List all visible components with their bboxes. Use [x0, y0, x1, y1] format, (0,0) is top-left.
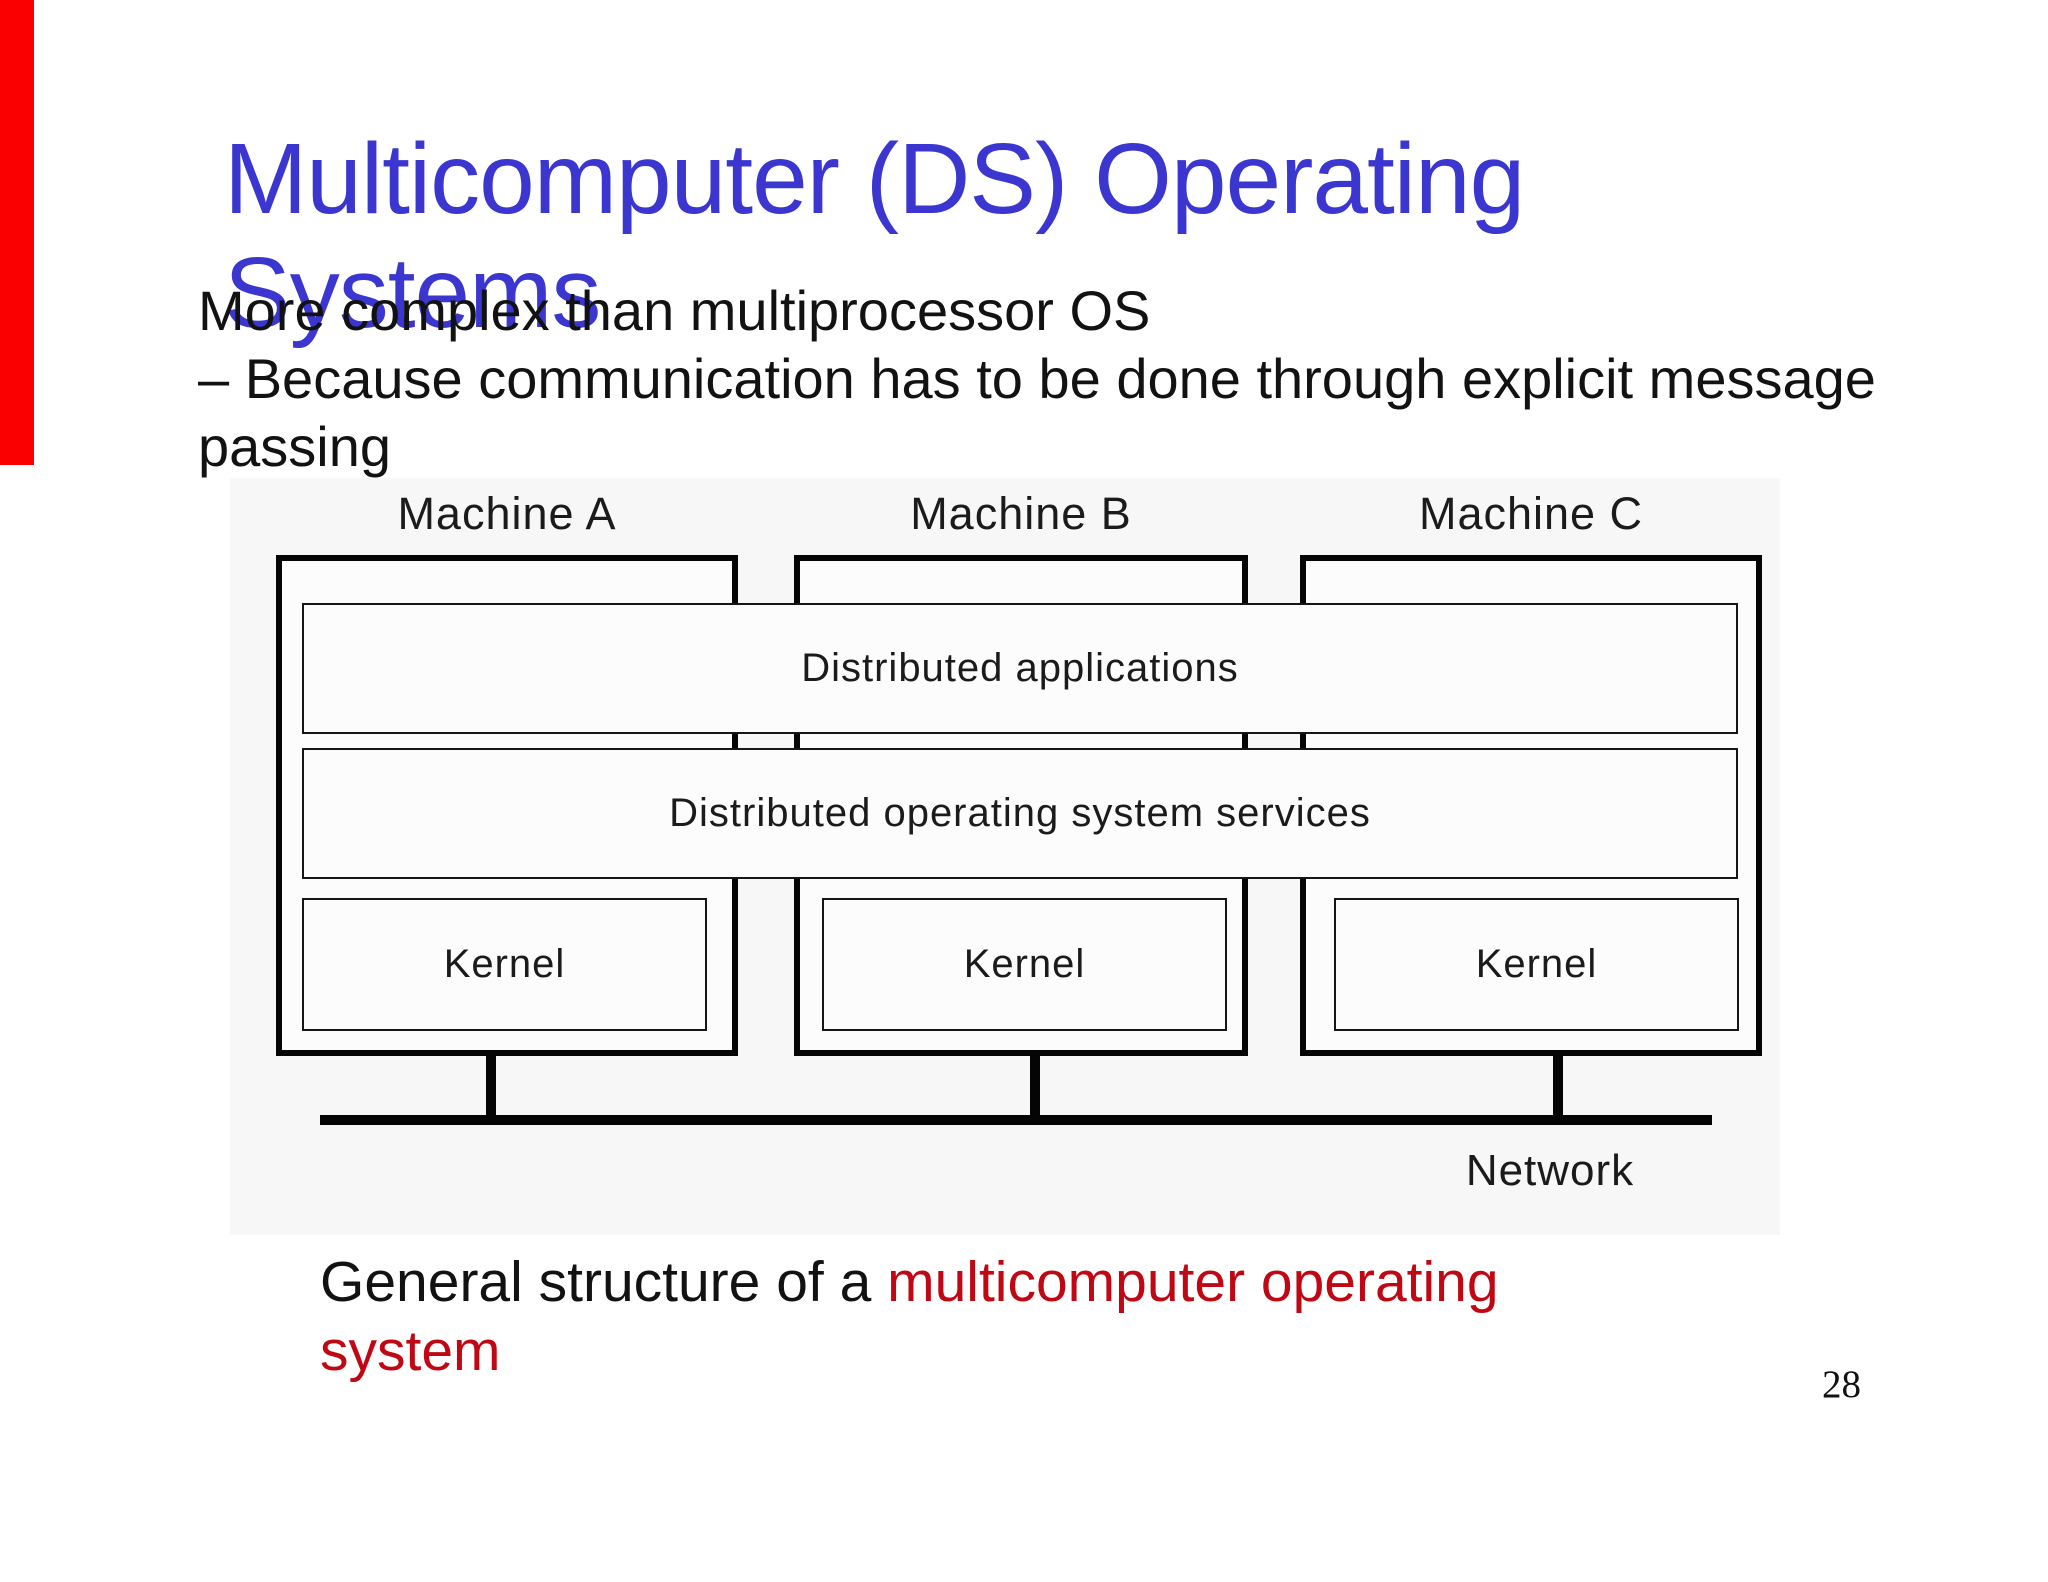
left-accent-bar: [0, 0, 34, 465]
distributed-os-services-label: Distributed operating system services: [669, 791, 1371, 835]
kernel-a-box: Kernel: [302, 898, 707, 1031]
machine-b-label: Machine B: [910, 488, 1132, 539]
distributed-applications-label: Distributed applications: [801, 646, 1239, 690]
body-line1: More complex than multiprocessor OS: [198, 279, 1151, 342]
distributed-applications-band: Distributed applications: [302, 603, 1738, 734]
kernel-c-box: Kernel: [1334, 898, 1739, 1031]
kernel-b-label: Kernel: [963, 942, 1086, 986]
caption-black-text: General structure of a: [320, 1250, 888, 1314]
caption-red-text: multicomputer operating: [887, 1250, 1499, 1314]
slide-title-line2: Systems: [224, 237, 601, 349]
caption-line1: General structure of a multicomputer ope…: [320, 1248, 1499, 1317]
kernel-a-label: Kernel: [443, 942, 566, 986]
slide-title: Multicomputer (DS) Operating Systems: [224, 122, 1525, 350]
machine-c-network-stub: [1553, 1053, 1563, 1117]
machine-a-label: Machine A: [397, 488, 617, 539]
page-number: 28: [1822, 1363, 1861, 1406]
slide-title-line1: Multicomputer (DS) Operating: [224, 123, 1525, 235]
distributed-os-services-band: Distributed operating system services: [302, 748, 1738, 879]
network-bus-line: [320, 1115, 1712, 1125]
kernel-c-label: Kernel: [1475, 942, 1598, 986]
network-label: Network: [1465, 1146, 1635, 1195]
body-line2: – Because communication has to be done t…: [198, 347, 1876, 410]
body-text: More complex than multiprocessor OS – Be…: [198, 277, 1876, 481]
machine-a-network-stub: [486, 1053, 496, 1117]
machine-b-network-stub: [1030, 1053, 1040, 1117]
figure-caption: General structure of a multicomputer ope…: [320, 1248, 1499, 1386]
kernel-b-box: Kernel: [822, 898, 1227, 1031]
body-line3: passing: [198, 415, 392, 478]
machine-c-label: Machine C: [1418, 488, 1644, 539]
caption-line2: system: [320, 1319, 501, 1383]
